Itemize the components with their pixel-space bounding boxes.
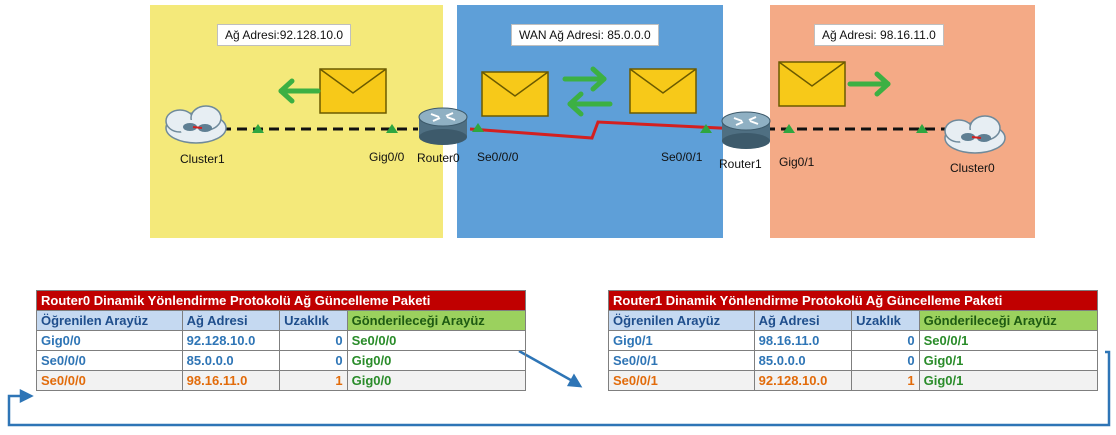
router-label: Router1	[719, 157, 762, 171]
port-label: Gig0/0	[369, 150, 405, 164]
table-cell: Gig0/1	[918, 370, 1099, 391]
port-label: Se0/0/0	[477, 150, 519, 164]
table-cell: 92.128.10.0	[753, 370, 853, 391]
link-status-icon	[472, 123, 484, 132]
arrow-left-icon	[278, 78, 321, 104]
router-icon	[418, 107, 468, 145]
table-cell: Gig0/0	[346, 350, 527, 371]
table-title: Router0 Dinamik Yönlendirme Protokolü Ağ…	[36, 290, 526, 311]
table-cell: 98.16.11.0	[753, 330, 853, 351]
table-cell: 85.0.0.0	[753, 350, 853, 371]
router0-update-table: Router0 Dinamik Yönlendirme Protokolü Ağ…	[36, 290, 527, 391]
flow-arrow-icon	[7, 350, 1111, 427]
link-status-icon	[252, 124, 264, 133]
port-label: Gig0/1	[779, 155, 815, 169]
link-status-icon	[783, 124, 795, 133]
table-row: Se0/0/1 85.0.0.0 0 Gig0/1	[608, 350, 1099, 371]
arrow-right-icon	[562, 66, 607, 92]
table-row: Gig0/0 92.128.10.0 0 Se0/0/0	[36, 330, 527, 351]
table-cell: Se0/0/0	[36, 350, 183, 371]
table-cell: 1	[279, 370, 348, 391]
flow-arrow-icon	[518, 349, 583, 388]
link-status-icon	[700, 124, 712, 133]
table-row: Se0/0/0 85.0.0.0 0 Gig0/0	[36, 350, 527, 371]
column-header: Ağ Adresi	[753, 310, 853, 331]
wan-address-label: WAN Ağ Adresi: 85.0.0.0	[511, 24, 659, 46]
arrow-left-icon	[567, 91, 613, 117]
envelope-icon	[778, 61, 846, 107]
table-cell: Se0/0/1	[608, 350, 755, 371]
table-cell: 1	[851, 370, 920, 391]
table-cell: Se0/0/1	[608, 370, 755, 391]
cluster-label: Cluster0	[950, 161, 995, 175]
table-cell: Se0/0/0	[36, 370, 183, 391]
table-cell: 0	[851, 350, 920, 371]
column-header: Ağ Adresi	[181, 310, 281, 331]
column-header: Gönderileceği Arayüz	[346, 310, 527, 331]
table-title: Router1 Dinamik Yönlendirme Protokolü Ağ…	[608, 290, 1098, 311]
serial-link-router0-router1	[469, 120, 741, 140]
table-cell: Gig0/1	[608, 330, 755, 351]
table-cell: 92.128.10.0	[181, 330, 281, 351]
envelope-icon	[481, 71, 549, 117]
router-icon	[721, 111, 771, 149]
cloud-icon	[944, 115, 1006, 154]
table-cell: Se0/0/1	[918, 330, 1099, 351]
envelope-icon	[319, 68, 387, 114]
table-cell: Gig0/1	[918, 350, 1099, 371]
table-cell: Se0/0/0	[346, 330, 527, 351]
column-header: Uzaklık	[279, 310, 348, 331]
network-address-label: Ağ Adresi: 98.16.11.0	[814, 24, 944, 46]
table-cell: 85.0.0.0	[181, 350, 281, 371]
arrow-right-icon	[847, 71, 891, 97]
table-cell: 0	[279, 350, 348, 371]
table-cell: 0	[851, 330, 920, 351]
envelope-icon	[629, 68, 697, 114]
cloud-icon	[165, 105, 227, 144]
router-label: Router0	[417, 151, 460, 165]
network-address-label: Ağ Adresi:92.128.10.0	[217, 24, 352, 46]
table-row: Gig0/1 98.16.11.0 0 Se0/0/1	[608, 330, 1099, 351]
table-cell: 98.16.11.0	[181, 370, 281, 391]
column-header: Öğrenilen Arayüz	[36, 310, 183, 331]
router1-update-table: Router1 Dinamik Yönlendirme Protokolü Ağ…	[608, 290, 1099, 391]
port-label: Se0/0/1	[661, 150, 703, 164]
link-status-icon	[386, 124, 398, 133]
link-status-icon	[916, 124, 928, 133]
column-header: Uzaklık	[851, 310, 920, 331]
column-header: Gönderileceği Arayüz	[918, 310, 1099, 331]
column-header: Öğrenilen Arayüz	[608, 310, 755, 331]
table-cell: Gig0/0	[36, 330, 183, 351]
table-row: Se0/0/0 98.16.11.0 1 Gig0/0	[36, 370, 527, 391]
cluster-label: Cluster1	[180, 152, 225, 166]
table-row: Se0/0/1 92.128.10.0 1 Gig0/1	[608, 370, 1099, 391]
table-cell: Gig0/0	[346, 370, 527, 391]
table-cell: 0	[279, 330, 348, 351]
